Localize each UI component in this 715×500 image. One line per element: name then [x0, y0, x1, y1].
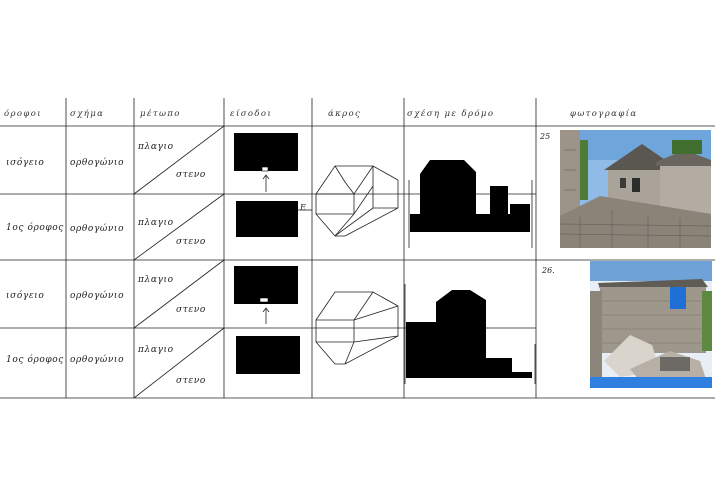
front-diagonal-1	[133, 125, 225, 195]
entrance-plan-2	[236, 201, 298, 237]
side-entry-letter: Ε	[300, 203, 307, 212]
row1-front-bottom: στενο	[176, 170, 206, 180]
row3-floor: ισόγειο	[6, 291, 45, 301]
header-roof: άκρος	[328, 109, 362, 119]
header-shape: σχήμα	[70, 109, 105, 119]
front-diagonal-2	[133, 193, 225, 261]
roof-axonometric-2	[315, 291, 399, 365]
header-photo: φωτογραφία	[570, 109, 638, 119]
entrance-plan-3	[234, 266, 298, 304]
door-mark-1	[261, 166, 269, 172]
header-entrances: είσοδοι	[230, 109, 273, 119]
photo-number-26: 26.	[542, 266, 555, 275]
building-photo-1	[560, 130, 711, 248]
row4-front-bottom: στενο	[176, 376, 206, 386]
row3-front-bottom: στενο	[176, 305, 206, 315]
front-diagonal-3	[133, 259, 225, 329]
building-photo-2	[590, 261, 712, 388]
row4-shape: ορθογώνιο	[70, 355, 125, 365]
header-front: μέτωπο	[140, 109, 181, 119]
row3-front-top: πλαγιο	[138, 275, 174, 285]
photo-number-25: 25	[540, 132, 551, 141]
road-relation-2	[404, 284, 536, 384]
header-road-relation: σχέση με δρόμο	[407, 109, 495, 119]
entry-arrowhead-1	[262, 174, 270, 180]
row2-front-top: πλαγιο	[138, 218, 174, 228]
door-mark-3	[259, 297, 269, 303]
front-diagonal-4	[133, 327, 225, 399]
row2-front-bottom: στενο	[176, 237, 206, 247]
header-floors: όροφοι	[4, 109, 43, 119]
row2-floor: 1ος όροφος	[6, 223, 64, 233]
row4-front-top: πλαγιο	[138, 345, 174, 355]
roof-axonometric-1	[315, 165, 399, 237]
entrance-plan-1	[234, 133, 298, 171]
road-relation-1	[408, 160, 533, 248]
row2-shape: ορθογώνιο	[70, 224, 125, 234]
row1-shape: ορθογώνιο	[70, 158, 125, 168]
row1-front-top: πλαγιο	[138, 142, 174, 152]
entry-arrowhead-3	[262, 307, 270, 313]
row3-shape: ορθογώνιο	[70, 291, 125, 301]
row4-floor: 1ος όροφος	[6, 355, 64, 365]
entrance-plan-4	[236, 336, 300, 374]
row1-floor: ισόγειο	[6, 158, 45, 168]
